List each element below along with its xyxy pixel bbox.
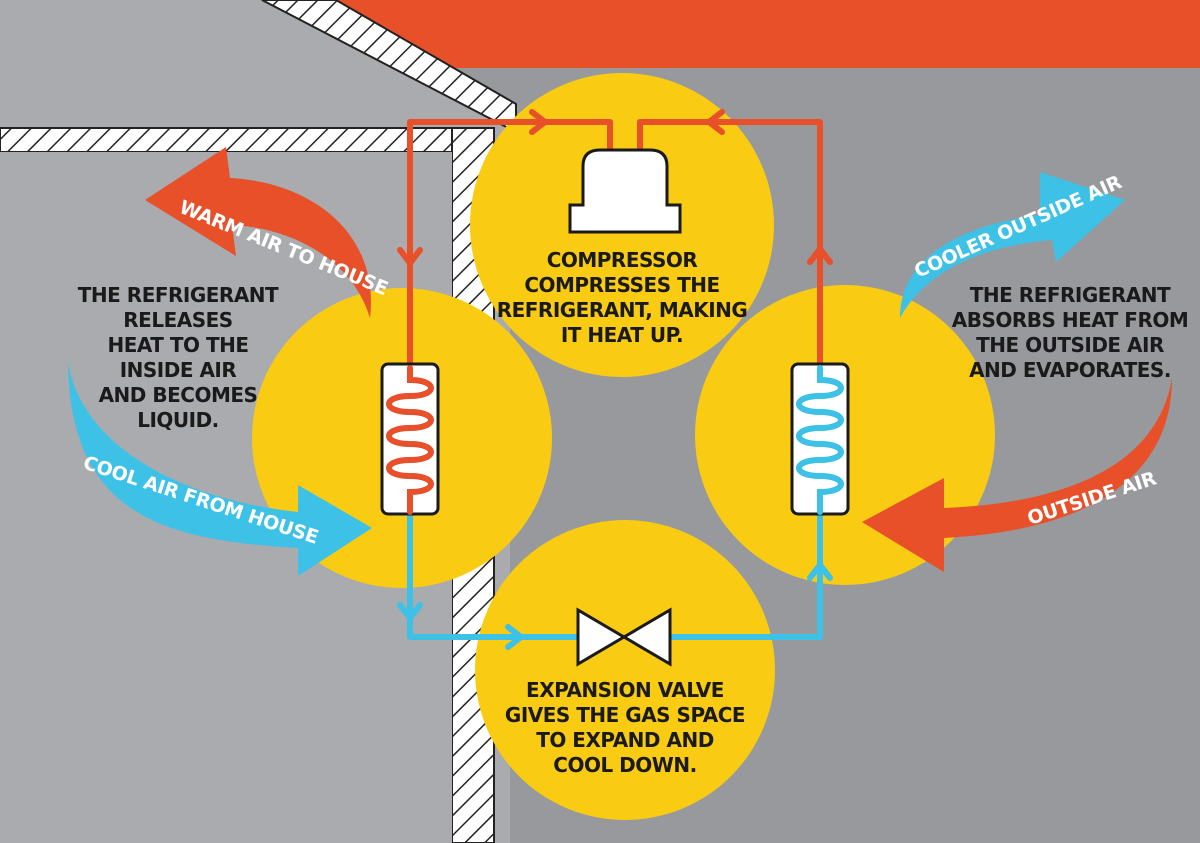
inside-note-line-6: LIQUID.: [137, 408, 219, 432]
expansion-valve-line-2: TO EXPAND AND: [536, 728, 714, 752]
roof-wall-hatch: [261, 0, 517, 134]
cold-refrigerant-line: [397, 509, 833, 650]
compressor-line-1: COMPRESSES THE: [524, 273, 719, 297]
hot-refrigerant-line: [397, 109, 833, 371]
expansion-valve-title: EXPANSION VALVE: [526, 678, 724, 702]
compressor-title: COMPRESSOR: [547, 248, 698, 272]
compressor-text: COMPRESSOR COMPRESSES THE REFRIGERANT, M…: [497, 248, 748, 347]
outside-note-line-1: THE REFRIGERANT: [970, 283, 1171, 307]
expansion-valve-icon: [576, 607, 672, 667]
expansion-valve-circle: [475, 520, 775, 820]
outside-coil-note: THE REFRIGERANT ABSORBS HEAT FROM THE OU…: [952, 283, 1189, 382]
outside-note-line-2: ABSORBS HEAT FROM: [952, 308, 1189, 332]
inside-coil-note: THE REFRIGERANT RELEASES HEAT TO THE INS…: [78, 283, 280, 432]
roof-strip: [330, 0, 1200, 68]
compressor-icon: [568, 148, 682, 234]
inside-note-line-4: INSIDE AIR: [120, 358, 237, 382]
condenser-coil-icon: [380, 362, 440, 516]
inside-note-line-1: THE REFRIGERANT: [78, 283, 279, 307]
expansion-valve-line-1: GIVES THE GAS SPACE: [505, 703, 745, 727]
expansion-valve-line-3: COOL DOWN.: [553, 753, 696, 777]
outside-note-line-4: AND EVAPORATES.: [969, 358, 1171, 382]
compressor-line-3: IT HEAT UP.: [561, 323, 683, 347]
inside-note-line-5: AND BECOMES: [99, 383, 258, 407]
outside-note-line-3: THE OUTSIDE AIR: [976, 333, 1164, 357]
inside-note-line-2: RELEASES: [123, 308, 232, 332]
inside-note-line-3: HEAT TO THE: [107, 333, 248, 357]
compressor-line-2: REFRIGERANT, MAKING: [497, 298, 748, 322]
expansion-valve-text: EXPANSION VALVE GIVES THE GAS SPACE TO E…: [505, 678, 746, 777]
evaporator-coil-icon: [790, 362, 850, 516]
